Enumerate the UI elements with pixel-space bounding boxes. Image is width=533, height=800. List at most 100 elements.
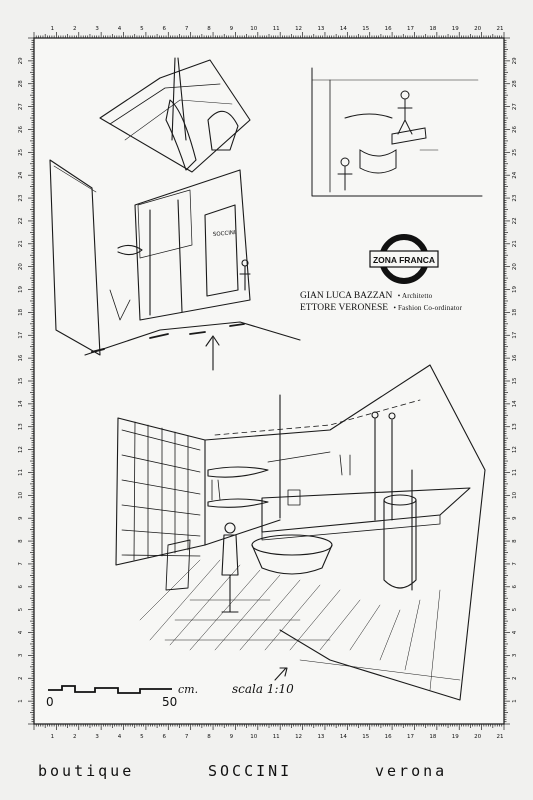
ruler-number: 13: [317, 734, 324, 740]
ruler-number: 10: [512, 491, 518, 498]
ruler-number: 4: [118, 734, 122, 740]
ruler-number: 26: [512, 125, 518, 132]
ruler-number: 12: [295, 734, 302, 740]
ruler-number: 8: [207, 734, 211, 740]
ruler-number: 3: [95, 734, 99, 740]
ruler-number: 4: [118, 26, 122, 32]
ruler-number: 4: [18, 630, 24, 634]
ruler-ticks: [28, 32, 510, 730]
ruler-number: 9: [230, 734, 234, 740]
ruler-number: 10: [250, 26, 257, 32]
ruler-number: 17: [512, 331, 518, 338]
ruler-number: 11: [18, 469, 24, 476]
ruler-number: 8: [512, 539, 518, 543]
ruler-number: 1: [512, 699, 518, 703]
ruler-number: 3: [18, 653, 24, 657]
ruler-number: 6: [18, 585, 24, 589]
ruler-number: 27: [18, 103, 24, 110]
ruler-number: 2: [512, 677, 518, 681]
ruler-number: 20: [474, 26, 481, 32]
caption-store-name: SOCCINI: [208, 762, 293, 780]
credit-name: GIAN LUCA BAZZAN: [300, 291, 393, 301]
ruler-number: 9: [18, 516, 24, 520]
ruler-number: 17: [407, 734, 414, 740]
scale-unit: cm.: [178, 683, 199, 696]
ruler-number: 18: [429, 734, 436, 740]
ruler-number: 9: [230, 26, 234, 32]
drawing-frame: [33, 37, 505, 725]
ruler-number: 6: [163, 26, 167, 32]
ruler-number: 5: [18, 607, 24, 611]
ruler-number: 17: [407, 26, 414, 32]
ruler-number: 16: [512, 354, 518, 361]
ruler-number: 8: [18, 539, 24, 543]
ruler-number: 22: [512, 217, 518, 224]
credit-name: ETTORE VERONESE: [300, 303, 389, 313]
elevation-sketch: [311, 67, 483, 197]
ruler-number: 23: [18, 194, 24, 201]
ruler-number: 6: [163, 734, 167, 740]
credit-fashion: ETTORE VERONESE • Fashion Co-ordinator: [300, 302, 525, 314]
ruler-number: 24: [18, 171, 24, 178]
ruler-number: 14: [18, 400, 24, 407]
scale-label: scala 1:10: [232, 682, 294, 696]
caption-city: verona: [375, 762, 448, 780]
ruler-number: 13: [317, 26, 324, 32]
ruler-number: 1: [51, 734, 55, 740]
ruler-number: 15: [18, 377, 24, 384]
isometric-store-sketch: [49, 57, 301, 371]
ruler-number: 26: [18, 125, 24, 132]
ruler-number: 12: [295, 26, 302, 32]
ruler-number: 12: [18, 446, 24, 453]
ruler-number: 11: [273, 26, 280, 32]
ruler-number: 5: [140, 734, 144, 740]
credit-role: • Fashion Co-ordinator: [393, 304, 463, 312]
ruler-number: 2: [73, 734, 77, 740]
ruler-number: 18: [512, 308, 518, 315]
ruler-labels: 1122334455667788991010111112121313141415…: [18, 26, 518, 740]
zona-franca-badge-text: ZONA FRANCA: [372, 255, 435, 265]
ruler-number: 9: [512, 516, 518, 520]
ruler-number: 20: [474, 734, 481, 740]
ruler-number: 10: [250, 734, 257, 740]
ruler-number: 7: [185, 734, 189, 740]
ruler-number: 21: [512, 240, 518, 247]
ruler-number: 24: [512, 171, 518, 178]
ruler-number: 20: [18, 263, 24, 270]
ruler-number: 4: [512, 630, 518, 634]
ruler-number: 19: [512, 286, 518, 293]
ruler-number: 6: [512, 585, 518, 589]
ruler-number: 12: [512, 446, 518, 453]
store-sign: SOCCINI: [213, 230, 237, 238]
credits-block: GIAN LUCA BAZZAN • Architetto ETTORE VER…: [300, 290, 525, 314]
ruler-number: 13: [18, 423, 24, 430]
ruler-number: 28: [512, 80, 518, 87]
ruler-number: 25: [18, 148, 24, 155]
ruler-number: 25: [512, 148, 518, 155]
scale-bar: [48, 685, 172, 694]
credit-architect: GIAN LUCA BAZZAN • Architetto: [300, 290, 525, 302]
ruler-number: 20: [512, 263, 518, 270]
ruler-number: 14: [340, 26, 347, 32]
ruler-number: 19: [18, 286, 24, 293]
ruler-number: 7: [18, 562, 24, 566]
ruler-number: 5: [512, 607, 518, 611]
ruler-number: 16: [385, 26, 392, 32]
ruler-number: 7: [185, 26, 189, 32]
ruler-number: 29: [18, 57, 24, 64]
scale-end: 50: [162, 695, 178, 709]
ruler-number: 13: [512, 423, 518, 430]
ruler-number: 1: [18, 699, 24, 703]
ruler-number: 7: [512, 562, 518, 566]
ruler-number: 8: [207, 26, 211, 32]
credit-role: • Architetto: [397, 292, 433, 300]
ruler-number: 19: [452, 734, 459, 740]
scale-start: 0: [46, 695, 54, 709]
ruler-number: 23: [512, 194, 518, 201]
ruler-number: 14: [340, 734, 347, 740]
ruler-number: 2: [18, 677, 24, 681]
ruler-number: 15: [512, 377, 518, 384]
ruler-number: 2: [73, 26, 77, 32]
ruler-number: 18: [429, 26, 436, 32]
